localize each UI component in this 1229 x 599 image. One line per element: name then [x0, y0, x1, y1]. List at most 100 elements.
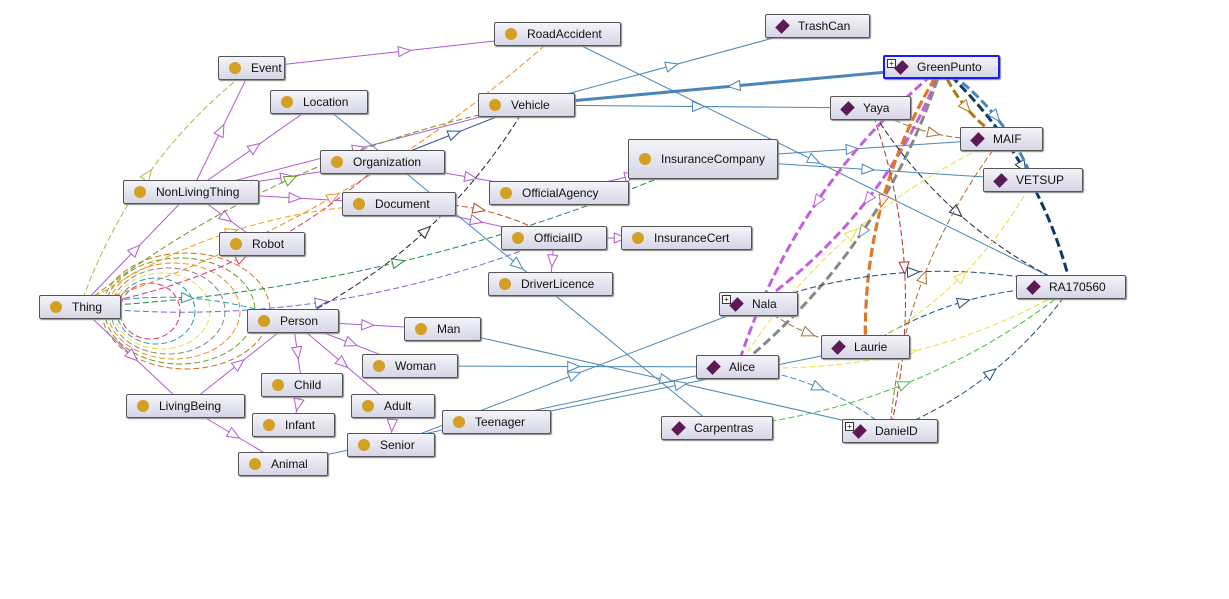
node-label: Event [251, 61, 282, 75]
arrowhead-icon [139, 168, 153, 184]
arrowhead-icon [906, 266, 921, 279]
node-insurance-cert[interactable]: InsuranceCert [621, 226, 752, 250]
node-label: LivingBeing [159, 399, 222, 413]
edge-Thing-RoadAccident [79, 33, 558, 308]
node-label: RoadAccident [527, 27, 602, 41]
edge-Thing-Organization [79, 161, 383, 308]
arrowhead-icon [397, 46, 412, 58]
class-icon [353, 198, 365, 210]
node-vehicle[interactable]: Vehicle [478, 93, 575, 117]
individual-icon [894, 59, 909, 75]
node-child[interactable]: Child [261, 373, 343, 397]
node-label: VETSUP [1016, 173, 1065, 187]
node-driver-licence[interactable]: DriverLicence [488, 272, 613, 296]
node-daniel-d[interactable]: +DanielD [842, 419, 938, 443]
expand-icon[interactable]: + [887, 59, 896, 68]
node-label: Robot [252, 237, 285, 251]
node-infant[interactable]: Infant [252, 413, 335, 437]
node-robot[interactable]: Robot [219, 232, 305, 256]
arrowhead-icon [230, 358, 245, 373]
node-vetsup[interactable]: VETSUP [983, 168, 1083, 192]
node-senior[interactable]: Senior [347, 433, 435, 457]
node-green-punto[interactable]: +GreenPunto [883, 55, 1000, 79]
node-label: Laurie [854, 340, 888, 354]
arrowhead-icon [386, 418, 399, 433]
node-nala[interactable]: + Nala [719, 292, 798, 316]
edge-DanielD-RA170560 [889, 286, 1072, 432]
arrowhead-icon [471, 202, 487, 214]
arrowhead-icon [982, 368, 998, 382]
arrowhead-icon [180, 291, 195, 304]
arrowhead-icon [325, 192, 340, 205]
node-woman[interactable]: Woman [362, 354, 458, 378]
node-official-id[interactable]: OfficialID [501, 226, 607, 250]
node-label: Yaya [863, 101, 890, 115]
node-label: Carpentras [694, 421, 754, 435]
individual-icon [729, 296, 744, 312]
node-non-living-thing[interactable]: NonLivingThing [123, 180, 259, 204]
class-icon [500, 187, 512, 199]
node-animal[interactable]: Animal [238, 452, 328, 476]
class-icon [137, 400, 149, 412]
arrowhead-icon [547, 254, 559, 269]
individual-icon [840, 100, 855, 116]
node-maif[interactable]: MAIF [960, 127, 1043, 151]
node-label: Child [294, 378, 322, 392]
node-ra170560[interactable]: RA170560 [1016, 275, 1126, 299]
node-label: Nala [752, 297, 777, 311]
node-label: TrashCan [798, 19, 851, 33]
class-icon [249, 458, 261, 470]
node-label: Man [437, 322, 461, 336]
expand-icon[interactable]: + [845, 422, 854, 431]
arrowhead-icon [861, 163, 876, 175]
arrowhead-icon [812, 193, 826, 208]
class-icon [453, 416, 465, 428]
node-adult[interactable]: Adult [351, 394, 435, 418]
arrowhead-icon [282, 175, 298, 187]
class-icon [263, 419, 275, 431]
individual-icon [1026, 279, 1041, 295]
node-carpentras[interactable]: Carpentras [661, 416, 773, 440]
node-label: NonLivingThing [156, 185, 240, 199]
node-official-agency[interactable]: OfficialAgency [489, 181, 629, 205]
node-laurie[interactable]: Laurie [821, 335, 910, 359]
node-document[interactable]: Document [342, 192, 456, 216]
arrowhead-icon [360, 318, 376, 331]
node-yaya[interactable]: Yaya [830, 96, 911, 120]
arrowhead-icon [567, 360, 582, 373]
individual-icon [831, 339, 846, 355]
class-icon [229, 62, 241, 74]
arrowhead-icon [878, 193, 890, 209]
node-man[interactable]: Man [404, 317, 481, 341]
arrowhead-icon [926, 126, 941, 138]
class-icon [358, 439, 370, 451]
node-label: Vehicle [511, 98, 550, 112]
node-road-accident[interactable]: RoadAccident [494, 22, 621, 46]
node-trash-can[interactable]: TrashCan [765, 14, 870, 38]
node-living-being[interactable]: LivingBeing [126, 394, 245, 418]
node-organization[interactable]: Organization [320, 150, 445, 174]
edge-Person-Vehicle [292, 104, 527, 322]
arrowhead-icon [916, 269, 927, 285]
class-icon [505, 28, 517, 40]
node-event[interactable]: Event [218, 56, 285, 80]
node-label: Thing [72, 300, 103, 314]
edge-GreenPunto-RA170560 [940, 65, 1073, 288]
expand-icon[interactable]: + [722, 295, 731, 304]
arrowhead-icon [566, 371, 582, 383]
node-location[interactable]: Location [270, 90, 368, 114]
node-alice[interactable]: Alice [696, 355, 779, 379]
arrowhead-icon [857, 223, 871, 239]
node-thing[interactable]: Thing [39, 295, 121, 319]
arrowhead-icon [293, 397, 305, 413]
node-insurance-company[interactable]: InsuranceCompany [628, 139, 778, 179]
edge-Thing-Vehicle [79, 104, 527, 308]
class-icon [281, 96, 293, 108]
node-person[interactable]: Person [247, 309, 339, 333]
arrowhead-icon [417, 225, 432, 240]
arrowhead-icon [955, 297, 971, 309]
class-icon [512, 232, 524, 244]
node-teenager[interactable]: Teenager [442, 410, 551, 434]
node-label: Teenager [475, 415, 526, 429]
